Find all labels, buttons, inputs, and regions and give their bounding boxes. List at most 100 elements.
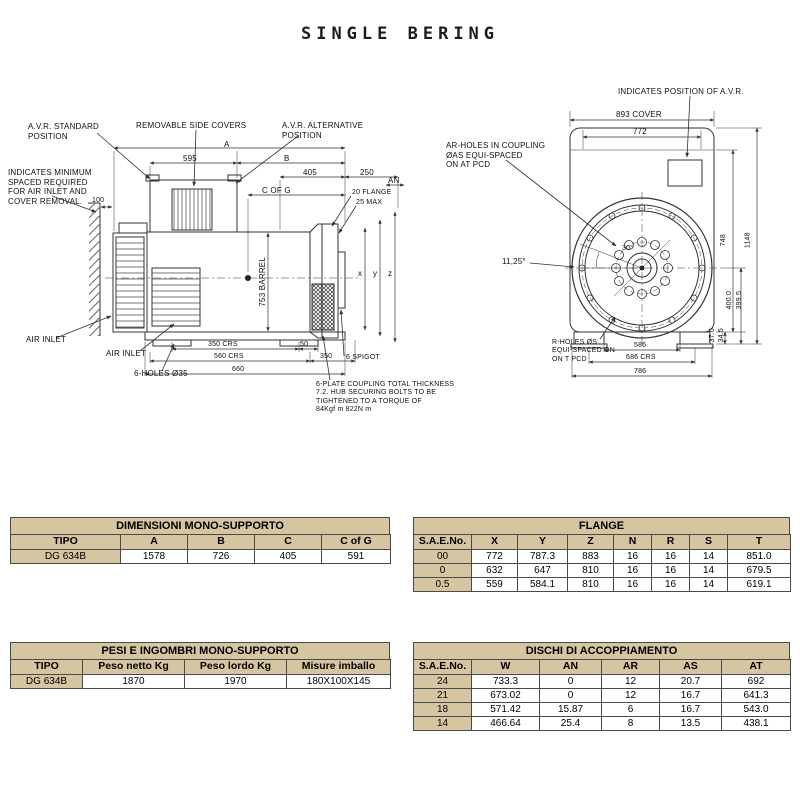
table-cell: 16 [613,576,652,592]
table-cell: 0 [413,562,472,578]
table-cell: 18 [413,701,472,717]
table-cell: 810 [567,576,614,592]
table-cell: 8 [601,715,660,731]
table-header-row: S.A.E.No. W AN AR AS AT [413,659,791,675]
table-cell: 883 [567,548,614,564]
page-title: SINGLE BERING [300,24,500,44]
dim-label-20-flange: 20 FLANGE [352,189,392,196]
dim-label-250: 250 [360,168,374,177]
dischi-table: DISCHI DI ACCOPPIAMENTO S.A.E.No. W AN A… [413,642,791,731]
table-cell: 16.7 [659,701,722,717]
label-air-inlet-left: AIR INLET [26,335,67,344]
col-header-b: B [187,534,255,550]
table-cell: 16 [613,548,652,564]
note-coupling-torque: 6-PLATE COUPLING TOTAL THICKNESS 7.2. HU… [316,381,455,414]
table-cell: 632 [471,562,518,578]
table-cell: 25.4 [539,715,602,731]
table-cell: 21 [413,687,472,703]
pesi-table-title: PESI E INGOMBRI MONO-SUPPORTO [10,642,390,660]
col-header-c-of-g: C of G [321,534,391,550]
col-header-a: A [120,534,188,550]
dim-label-350: 350 [320,353,333,360]
table-cell: 13.5 [659,715,722,731]
dim-label-50: 50 [300,341,309,348]
table-cell: 591 [321,548,391,564]
note-avr-alternative-position: A.V.R. ALTERNATIVE POSITION [282,121,364,140]
table-row: 18 571.42 15.87 6 16.7 543.0 [413,701,791,717]
table-cell: 16.7 [659,687,722,703]
dim-label-748: 748 [719,234,727,247]
col-header-n: N [613,534,652,550]
flange-table: FLANGE S.A.E.No. X Y Z N R S T 00 772 78… [413,517,791,592]
dim-label-753-barrel: 753 BARREL [258,257,267,307]
flange-table-title: FLANGE [413,517,790,535]
table-cell: 16 [651,562,690,578]
dim-label-1148: 1148 [744,232,752,249]
note-6-holes: 6-HOLES Ø35 [134,369,188,378]
col-header-sae: S.A.E.No. [413,659,472,675]
pesi-table-grid: TIPO Peso netto Kg Peso lordo Kg Misure … [10,659,391,689]
col-header-at: AT [721,659,791,675]
table-cell: 0.5 [413,576,472,592]
dim-label-B: B [284,154,290,163]
col-header-c: C [254,534,322,550]
table-cell: 543.0 [721,701,791,717]
note-minimum-space: INDICATES MINIMUM SPACED REQUIRED FOR AI… [8,168,92,206]
table-cell: 24 [413,673,472,689]
table-cell: 14 [689,576,728,592]
dim-label-586: 586 [634,342,647,349]
note-avr-standard-position: A.V.R. STANDARD POSITION [28,122,100,141]
table-cell: 14 [413,715,472,731]
table-cell: 584.1 [517,576,568,592]
dim-label-37-0: 37.0 [709,327,717,343]
dim-label-A: A [224,140,230,149]
table-cell: 619.1 [727,576,791,592]
table-cell: 673.02 [471,687,540,703]
col-header-an: AN [539,659,602,675]
table-header-row: TIPO A B C C of G [10,534,391,550]
table-row: DG 634B 1578 726 405 591 [10,548,391,564]
table-cell: 851.0 [727,548,791,564]
dim-label-399-5: 399.5 [736,290,744,310]
table-row: 21 673.02 0 12 16.7 641.3 [413,687,791,703]
dischi-table-grid: S.A.E.No. W AN AR AS AT 24 733.3 0 12 20… [413,659,791,731]
col-header-z: Z [567,534,614,550]
dim-label-660: 660 [232,366,245,373]
col-header-ar: AR [601,659,660,675]
table-cell: 16 [651,576,690,592]
dim-label-405: 405 [303,168,317,177]
table-cell: 692 [721,673,791,689]
col-header-t: T [727,534,791,550]
table-cell: 438.1 [721,715,791,731]
note-removable-side-covers: REMOVABLE SIDE COVERS [136,121,247,130]
table-cell: 679.5 [727,562,791,578]
dim-label-893-cover: 893 COVER [616,110,662,119]
table-cell: 14 [689,562,728,578]
dim-label-x: x [358,269,363,278]
table-cell: 15.87 [539,701,602,717]
dimensioni-table-title: DIMENSIONI MONO-SUPPORTO [10,517,390,535]
table-cell: 810 [567,562,614,578]
dim-label-350-crs: 350 CRS [208,341,238,348]
table-cell: 6 [601,701,660,717]
table-cell: 16 [651,548,690,564]
note-6-spigot: 6 SPIGOT [346,354,380,361]
dim-label-772: 772 [633,127,647,136]
dim-label-400-0: 400.0 [726,290,734,310]
col-header-w: W [471,659,540,675]
dimensioni-table: DIMENSIONI MONO-SUPPORTO TIPO A B C C of… [10,517,391,564]
table-cell: 559 [471,576,518,592]
table-cell: 733.3 [471,673,540,689]
pesi-table: PESI E INGOMBRI MONO-SUPPORTO TIPO Peso … [10,642,391,689]
note-ar-holes: AR-HOLES IN COUPLING ØAS EQUI-SPACED ON … [446,141,546,170]
table-row: DG 634B 1870 1970 180X100X145 [10,673,391,689]
table-row: 14 466.64 25.4 8 13.5 438.1 [413,715,791,731]
table-cell: 405 [254,548,322,564]
col-header-r: R [651,534,690,550]
dim-label-AN: AN [388,176,400,185]
label-air-inlet-bottom: AIR INLET [106,349,147,358]
table-cell: 12 [601,673,660,689]
col-header-as: AS [659,659,722,675]
note-avr-position: INDICATES POSITION OF A.V.R. [618,87,744,96]
table-cell: 647 [517,562,568,578]
